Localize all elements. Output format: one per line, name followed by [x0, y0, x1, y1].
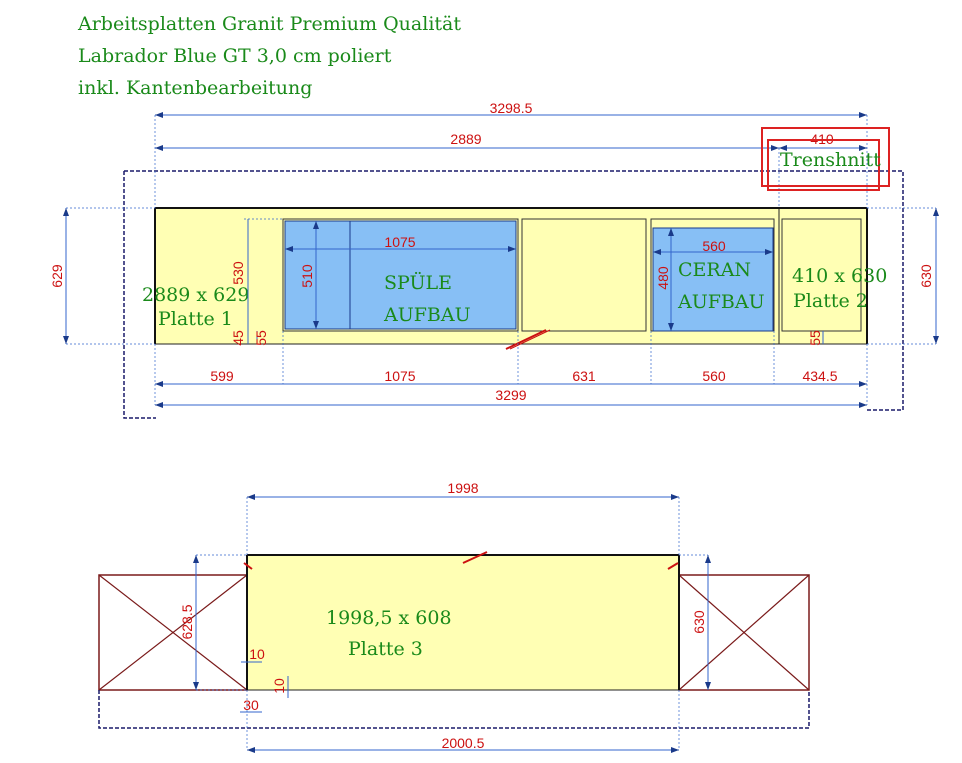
header-line-2: Labrador Blue GT 3,0 cm poliert: [78, 45, 392, 67]
dim-gap-10-v: 10: [271, 678, 287, 694]
cut-label: Trenshnitt: [780, 149, 881, 171]
dim-gap-30: 30: [243, 697, 259, 713]
cut-box-outer: [761, 127, 890, 187]
plate3-size-label: 1998,5 x 608: [326, 607, 452, 629]
dim-inner-depth: 530: [230, 261, 246, 285]
dim-plate3-left-depth: 628.5: [179, 604, 195, 639]
dim-cooktop-depth: 480: [655, 266, 671, 290]
dim-plate3-top: 1998: [447, 480, 478, 496]
cooktop-cutout: [652, 227, 774, 332]
room-outline-left: [123, 171, 156, 419]
plate2-size-label: 410 x 630: [792, 265, 887, 287]
cooktop-label-2: AUFBAU: [677, 291, 765, 313]
cooktop-label-1: CERAN: [678, 259, 751, 281]
arrowheads: [63, 112, 939, 753]
dim-seg-631: 631: [572, 368, 596, 384]
dim-left-depth: 629: [49, 264, 65, 288]
dim-plate3-right-depth: 630: [691, 610, 707, 634]
plate1-size-label: 2889 x 629: [142, 284, 249, 306]
room-outline-bottom: [98, 690, 810, 729]
dim-edge-55-left: 55: [253, 330, 269, 346]
header-line-3: inkl. Kantenbearbeitung: [78, 77, 312, 99]
dim-sink-width: 1075: [384, 234, 415, 250]
plate3-name-label: Platte 3: [348, 638, 423, 660]
cut-marker: [505, 329, 547, 350]
dim-edge-55-right: 55: [807, 330, 823, 346]
dim-gap-10-h: 10: [249, 646, 265, 662]
dim-seg-1075: 1075: [384, 368, 415, 384]
cut-box-inner: [767, 139, 880, 191]
dim-sink-depth: 510: [299, 264, 315, 288]
header-line-1: Arbeitsplatten Granit Premium Qualität: [77, 13, 461, 35]
dim-cooktop-width: 560: [702, 238, 726, 254]
dim-total-bottom: 3299: [495, 387, 526, 403]
middle-cabinet: [521, 218, 647, 332]
room-outline-right: [124, 170, 904, 411]
sink-cabinet: [282, 218, 519, 332]
dim-seg-599: 599: [210, 368, 234, 384]
sink-label-1: SPÜLE: [384, 271, 452, 294]
plate1-name-label: Platte 1: [158, 308, 233, 330]
plate2-name-label: Platte 2: [793, 290, 868, 312]
sink-label-2: AUFBAU: [383, 304, 471, 326]
dim-plate1-length: 2889: [450, 131, 481, 147]
dim-total-outer: 3298.5: [490, 100, 533, 116]
dim-right-depth: 630: [918, 264, 934, 288]
right-cabinet: [781, 218, 862, 332]
dim-seg-434: 434.5: [802, 368, 837, 384]
dim-edge-45: 45: [230, 330, 246, 346]
dim-seg-560: 560: [702, 368, 726, 384]
sink-cutout: [284, 220, 517, 330]
dim-plate3-bottom: 2000.5: [442, 735, 485, 751]
plate-2: [778, 207, 868, 345]
plate-3: [246, 554, 680, 691]
